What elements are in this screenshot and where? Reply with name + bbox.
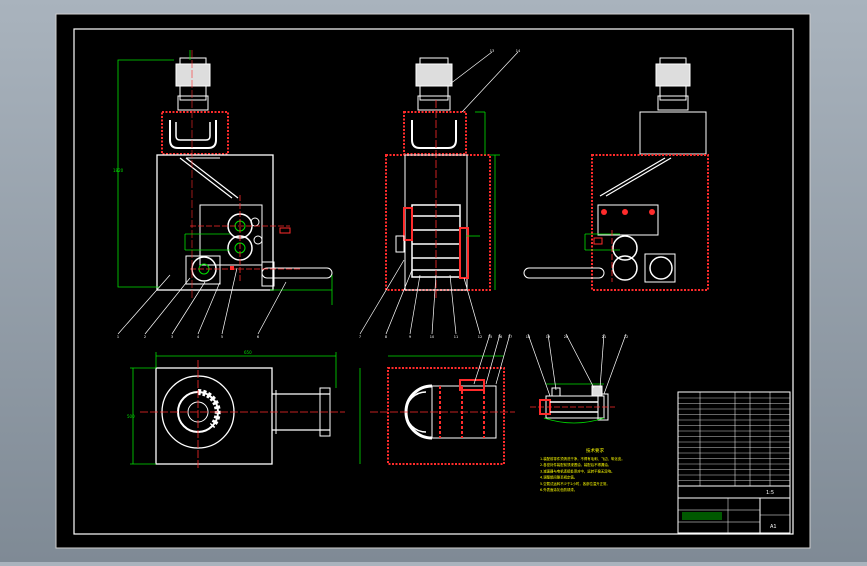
callout-number: 4 <box>197 335 200 339</box>
callout-number: 10 <box>430 335 434 339</box>
dim-plan-width: 650 <box>244 350 252 355</box>
callout-number: 2 <box>144 335 146 339</box>
note-line: 6.外表面涂灰色防锈漆。 <box>540 487 577 492</box>
callouts-bottom: 15 16 17 18 19 20 21 22 <box>488 335 628 339</box>
side-view <box>359 51 519 335</box>
callout-number: 9 <box>409 335 411 339</box>
drawing-sheet <box>55 13 811 549</box>
note-line: 5.空载试运转不少于2小时，各部位温升正常。 <box>540 481 610 486</box>
callout-number: 12 <box>478 335 482 339</box>
callout-number: 6 <box>257 335 259 339</box>
note-line: 3.减速器与电机连接处须对中，运转平稳无异响。 <box>540 468 614 473</box>
callout-number: 7 <box>359 335 361 339</box>
callout-number: 18 <box>526 335 530 339</box>
detail-view <box>527 333 627 424</box>
notes-heading: 技术要求 <box>586 447 604 454</box>
technical-notes: 技术要求 1.装配前零件须清洗干净，不得有毛刺、飞边、氧化皮。2.各密封件装配前… <box>540 447 625 492</box>
callout-number: 15 <box>488 335 492 339</box>
callout-number: 13 <box>490 49 494 53</box>
callout-number: 3 <box>171 335 173 339</box>
callout-number: 11 <box>454 335 458 339</box>
title-block: 1:5 A1 <box>677 391 791 534</box>
dim-plan-height: 500 <box>127 414 135 419</box>
callout-number: 14 <box>516 49 521 53</box>
title-block-sheet: A1 <box>770 524 777 530</box>
section-view <box>359 333 515 465</box>
callout-number: 22 <box>624 335 628 339</box>
callout-number: 20 <box>564 335 568 339</box>
dim-overall-height: 1820 <box>113 168 124 173</box>
note-line: 1.装配前零件须清洗干净，不得有毛刺、飞边、氧化皮。 <box>540 456 625 461</box>
title-block-green-cell <box>682 512 722 520</box>
callout-number: 19 <box>546 335 550 339</box>
callout-number: 16 <box>498 335 502 339</box>
plan-view: 650 500 <box>127 350 345 470</box>
callout-number: 21 <box>602 335 606 339</box>
callout-number: 17 <box>508 335 512 339</box>
callout-number: 1 <box>117 335 119 339</box>
drawing-border <box>73 28 794 535</box>
right-view <box>523 57 709 291</box>
title-block-scale: 1:5 <box>766 490 774 496</box>
callout-number: 8 <box>385 335 387 339</box>
note-line: 2.各密封件装配前须浸透油，装配后不得漏油。 <box>540 462 611 467</box>
note-line: 4.调整辊间隙至规定值。 <box>540 475 577 480</box>
callout-number: 5 <box>221 335 223 339</box>
front-view: 1820 <box>113 50 333 335</box>
